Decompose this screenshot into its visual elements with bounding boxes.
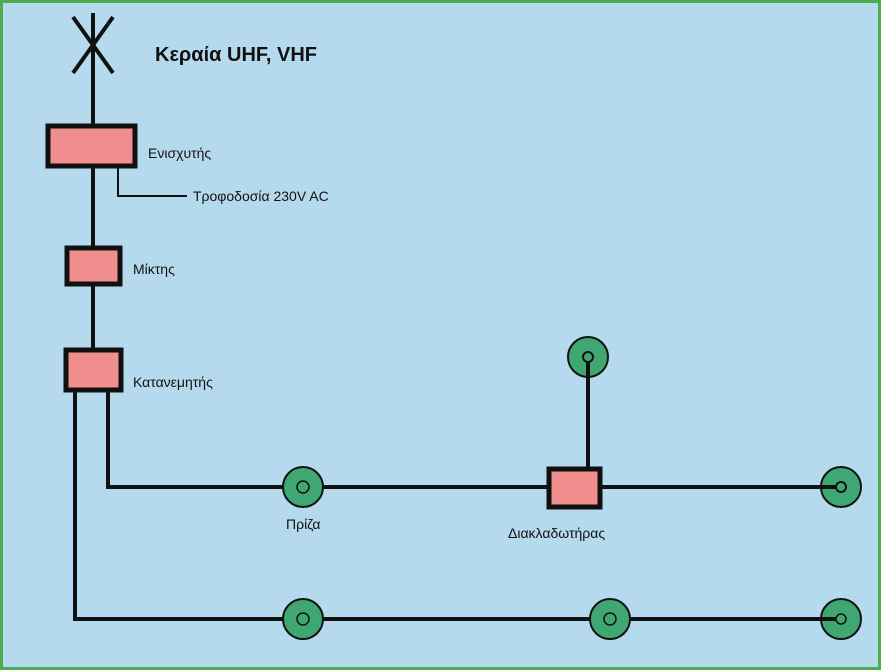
outlet-icon — [813, 598, 862, 640]
power-label: Τροφοδοσία 230V AC — [193, 188, 329, 204]
antenna-icon — [71, 15, 115, 75]
distributor-box — [63, 347, 124, 393]
outlet-icon — [282, 466, 324, 508]
wiring — [73, 13, 813, 621]
outlet-icon — [813, 466, 862, 508]
amplifier-box — [45, 123, 138, 169]
amplifier-label: Ενισχυτής — [148, 145, 211, 161]
distributor-label: Κατανεμητής — [133, 374, 213, 390]
splitter-label: Διακλαδωτήρας — [508, 525, 605, 541]
power-feed-line — [117, 164, 187, 197]
outlet-icon — [282, 598, 324, 640]
mixer-label: Μίκτης — [133, 261, 175, 277]
antenna-network-diagram: Κεραία UHF, VHF Ενισχυτής Τροφοδοσία 230… — [3, 3, 878, 667]
outlet-icon — [589, 598, 631, 640]
outlet-icon — [567, 336, 609, 378]
splitter-box — [546, 466, 603, 510]
mixer-box — [64, 245, 123, 287]
diagram-title: Κεραία UHF, VHF — [155, 44, 317, 66]
branch-line-lower — [73, 388, 813, 621]
diagram-background — [3, 3, 878, 667]
outlet-label: Πρίζα — [286, 516, 321, 532]
